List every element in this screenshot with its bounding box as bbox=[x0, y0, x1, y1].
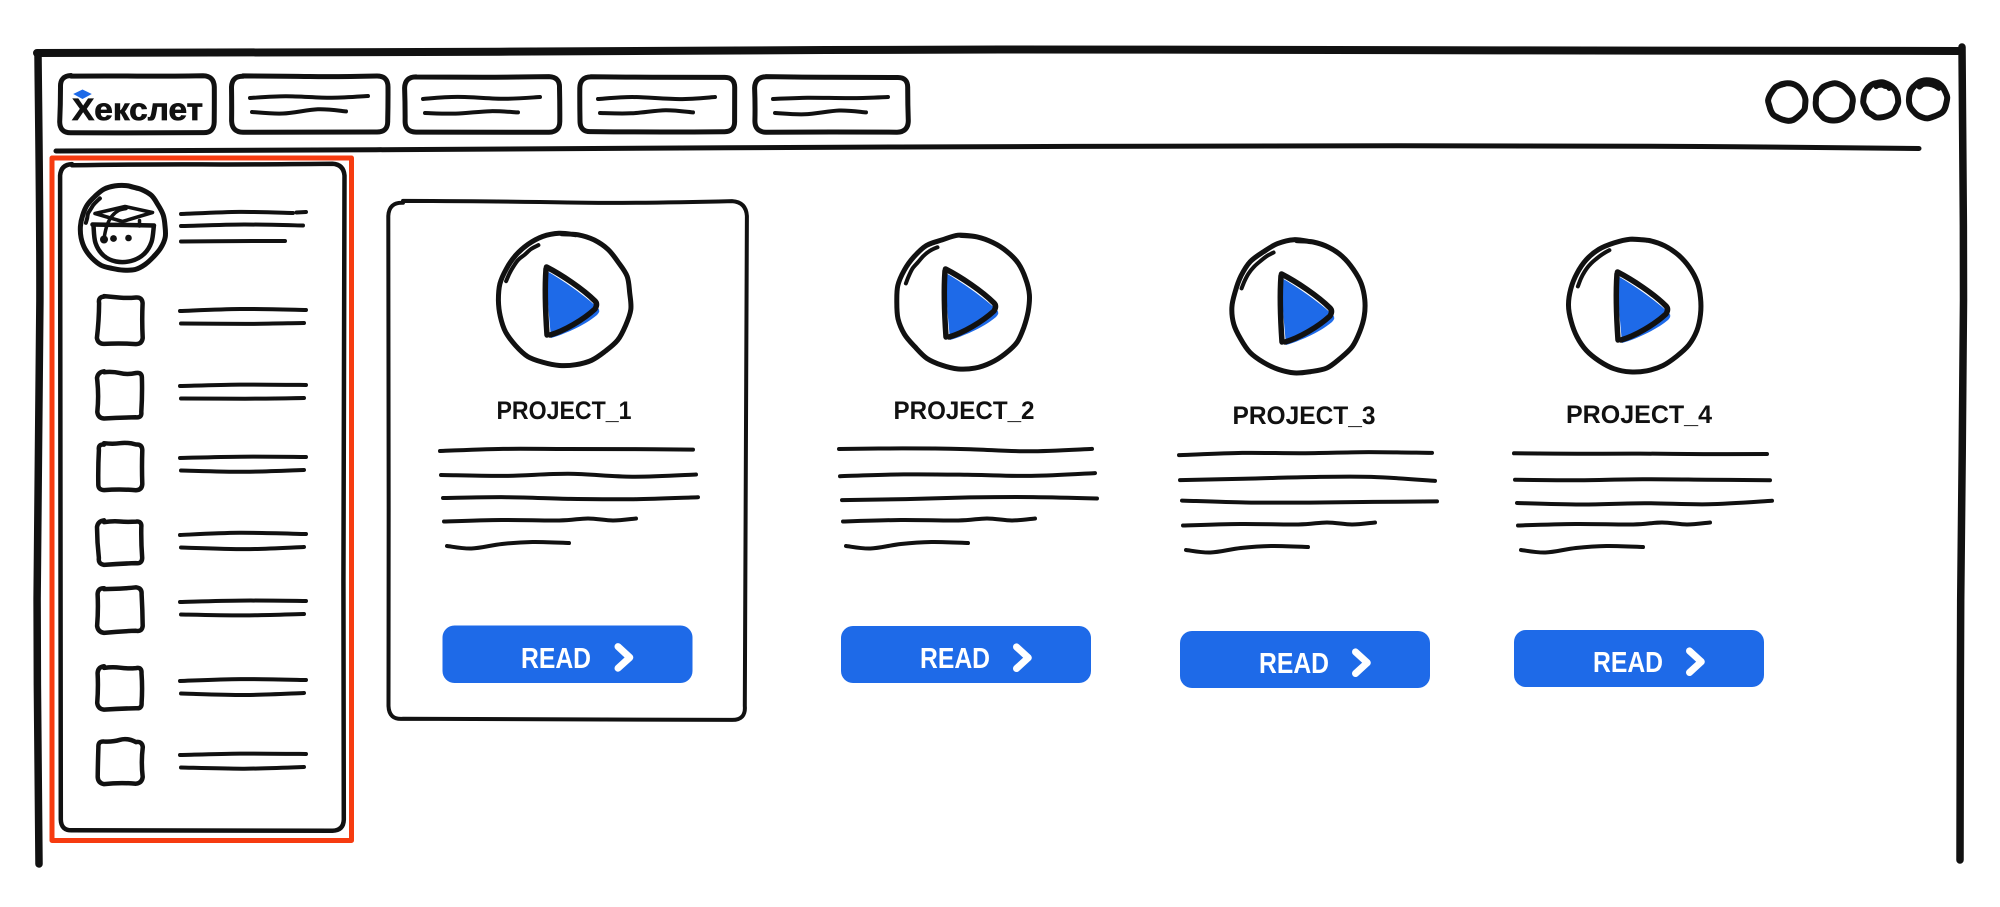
svg-text:PROJECT_2: PROJECT_2 bbox=[894, 397, 1035, 425]
svg-text:READ: READ bbox=[1259, 648, 1329, 680]
svg-text:Хекслет: Хекслет bbox=[72, 92, 203, 127]
svg-text:PROJECT_3: PROJECT_3 bbox=[1233, 402, 1376, 430]
svg-text:READ: READ bbox=[521, 643, 591, 675]
svg-text:PROJECT_4: PROJECT_4 bbox=[1566, 401, 1713, 429]
svg-text:READ: READ bbox=[920, 643, 990, 675]
svg-text:READ: READ bbox=[1593, 647, 1663, 679]
svg-text:PROJECT_1: PROJECT_1 bbox=[497, 397, 632, 425]
